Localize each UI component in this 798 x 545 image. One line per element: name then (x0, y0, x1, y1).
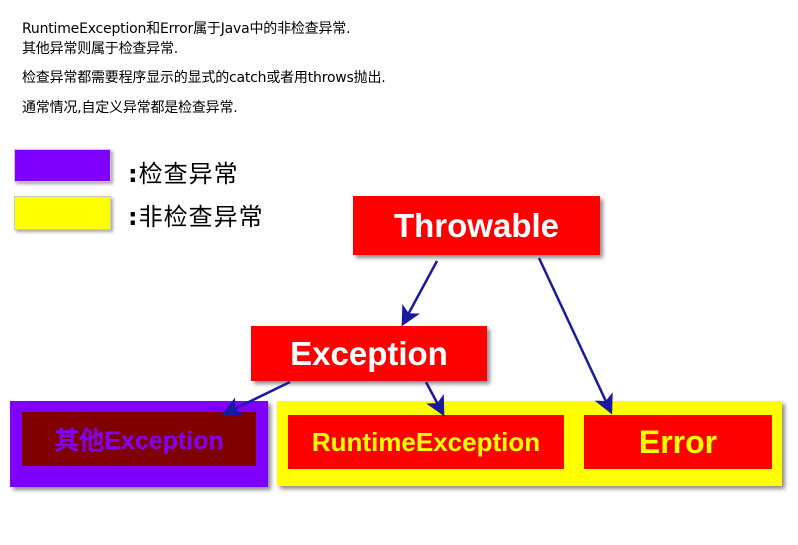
legend-unchecked-label: 非检查异常 (138, 203, 264, 231)
legend-unchecked-label-row: :非检查异常 (128, 197, 264, 232)
legend-checked-swatch (14, 149, 111, 182)
legend-checked-label-row: :检查异常 (128, 154, 239, 189)
error-node-label: Error (638, 423, 718, 460)
note-line-4: 通常情况,自定义异常都是检查异常. (22, 100, 238, 116)
exception-node: Exception (251, 326, 487, 381)
note-line-3: 检查异常都需要程序显示的显式的catch或者用throws抛出. (22, 70, 386, 86)
legend-checked-label: 检查异常 (138, 160, 239, 188)
runtime-exception-node: RuntimeException (288, 415, 564, 469)
legend-checked-colon: : (128, 160, 139, 188)
exception-node-label: Exception (290, 334, 448, 372)
note-line-1: RuntimeException和Error属于Java中的非检查异常. (22, 21, 351, 37)
arrow-throwable-to-error (537, 257, 613, 415)
arrow-throwable-to-exception (401, 260, 439, 327)
throwable-node: Throwable (353, 196, 600, 255)
throwable-node-label: Throwable (393, 206, 560, 244)
runtime-exception-node-label: RuntimeException (311, 426, 541, 457)
arrow-exception-to-other-exception (221, 380, 291, 416)
other-exception-node-label: 其他Exception (54, 427, 224, 455)
arrow-exception-to-runtime-exception (424, 381, 445, 417)
legend-unchecked-colon: : (128, 203, 139, 231)
other-exception-node: 其他Exception (22, 412, 256, 466)
note-line-2: 其他异常则属于检查异常. (22, 41, 179, 57)
error-node: Error (584, 415, 772, 469)
legend-unchecked-swatch (14, 196, 111, 230)
